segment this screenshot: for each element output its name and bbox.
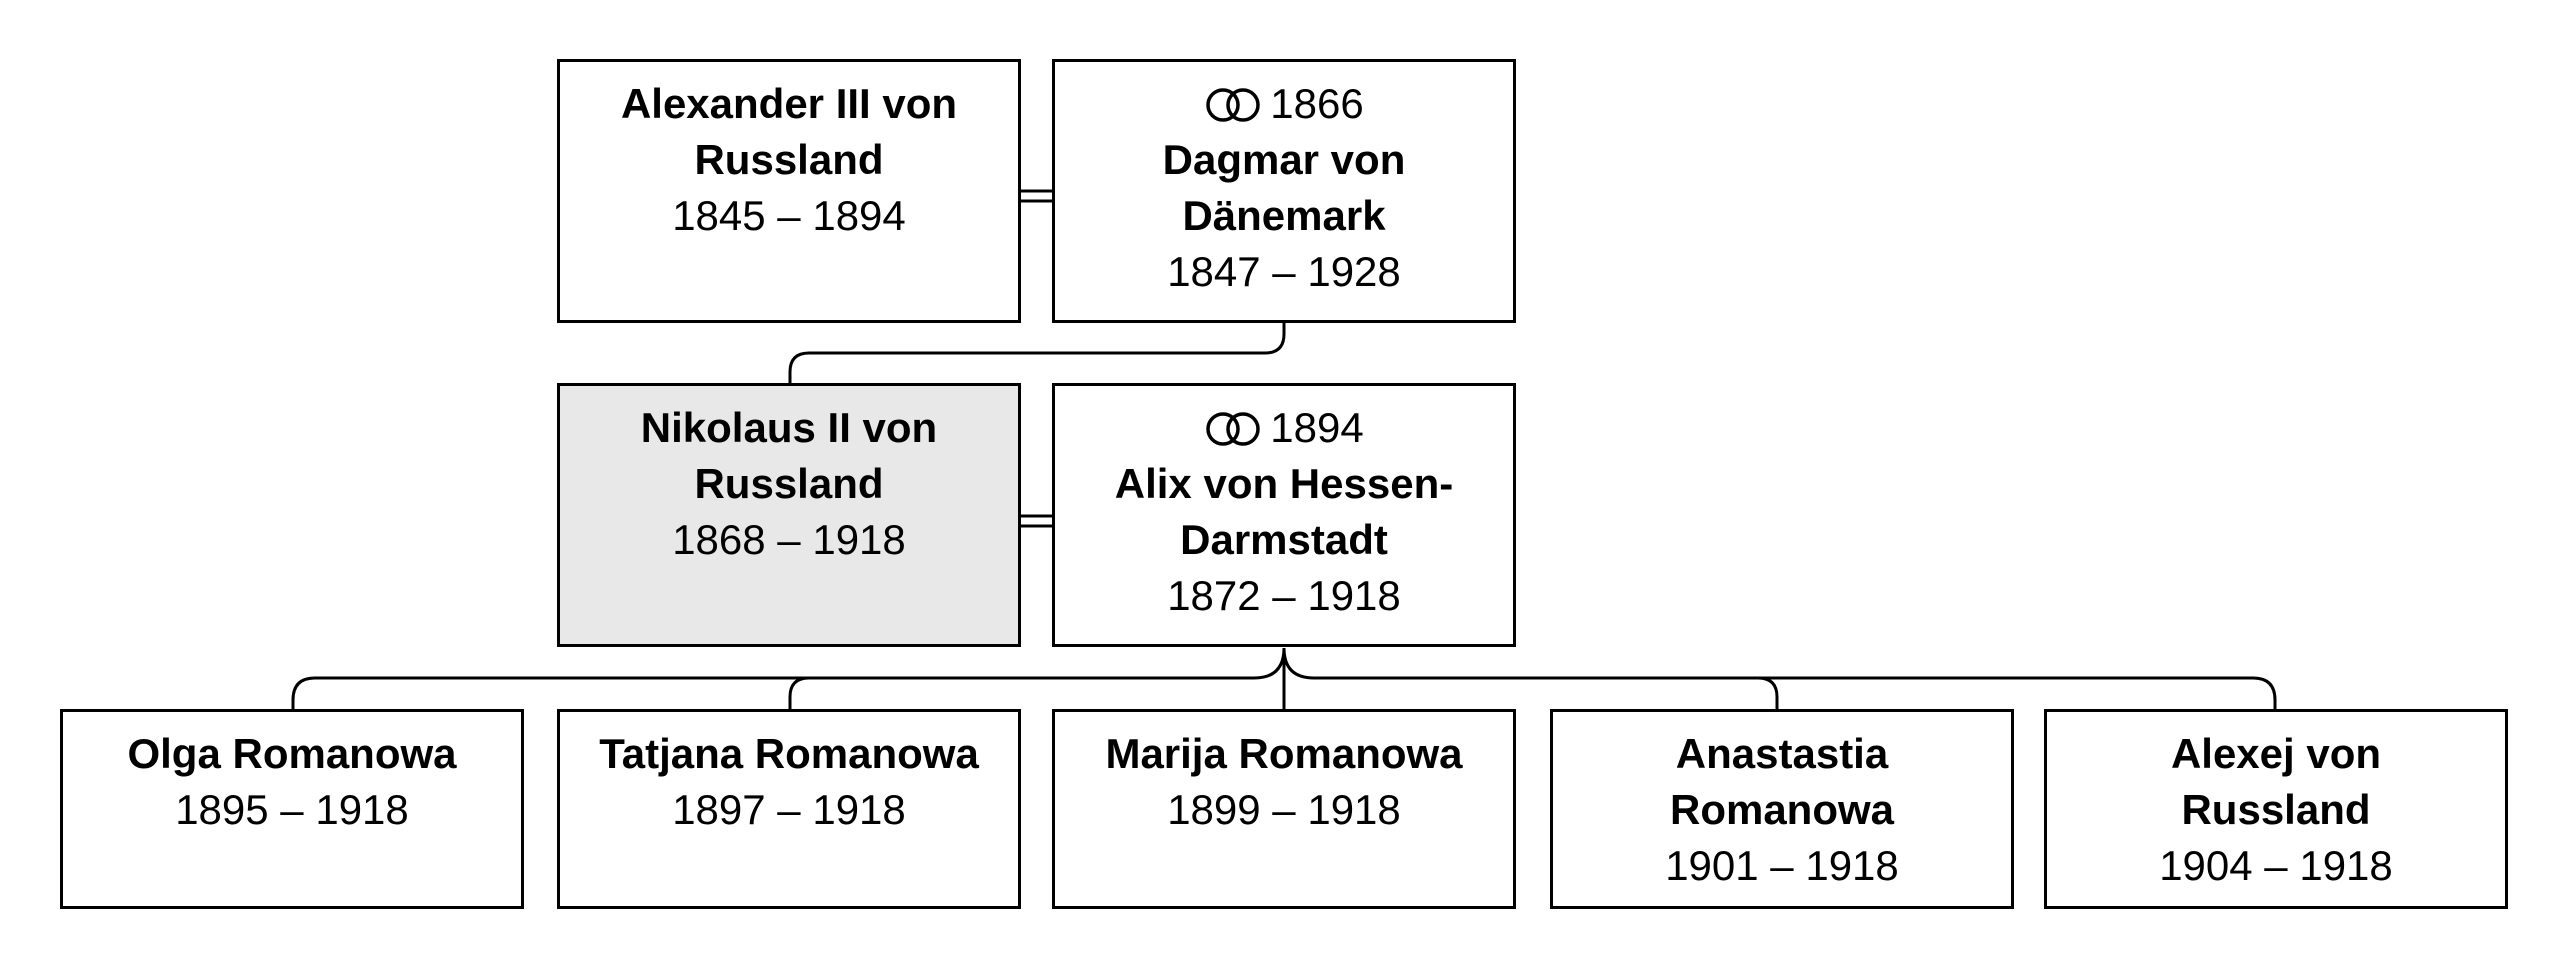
descent-line-to-tatjana — [788, 676, 810, 709]
marriage-info: 1866 — [1055, 76, 1513, 132]
person-box-nikolaus-ii: Nikolaus II von Russland 1868 – 1918 — [557, 383, 1021, 647]
person-name-line-1: Anastastia — [1675, 730, 1889, 777]
person-box-tatjana: Tatjana Romanowa 1897 – 1918 — [557, 709, 1021, 909]
descent-line-gen1-to-gen2 — [788, 323, 1286, 383]
marriage-info: 1894 — [1055, 400, 1513, 456]
person-name-line-1: Marija Romanowa — [1105, 730, 1463, 777]
person-box-olga: Olga Romanowa 1895 – 1918 — [60, 709, 524, 909]
person-name-line-1: Nikolaus II von — [640, 404, 938, 451]
person-dates: 1901 – 1918 — [1665, 842, 1899, 889]
person-name-line-2: Romanowa — [1669, 786, 1895, 833]
person-name-line-2: Dänemark — [1182, 192, 1386, 239]
person-name-line-1: Alexander III von — [620, 80, 958, 127]
person-name-line-1: Tatjana Romanowa — [599, 730, 979, 777]
person-box-alix: 1894 Alix von Hessen- Darmstadt 1872 – 1… — [1052, 383, 1516, 647]
person-name-line-2: Darmstadt — [1180, 516, 1388, 563]
descent-line-to-olga — [291, 647, 1286, 709]
person-dates: 1845 – 1894 — [672, 192, 906, 239]
marriage-year: 1894 — [1270, 404, 1364, 451]
person-dates: 1868 – 1918 — [672, 516, 906, 563]
person-dates: 1847 – 1928 — [1167, 248, 1401, 295]
person-name-line-1: Alix von Hessen- — [1114, 460, 1454, 507]
person-name-line-1: Alexej von — [2170, 730, 2382, 777]
person-name-line-1: Dagmar von — [1162, 136, 1406, 183]
person-dates: 1897 – 1918 — [672, 786, 906, 833]
wedding-rings-icon — [1206, 412, 1261, 446]
marriage-year: 1866 — [1270, 80, 1364, 127]
person-dates: 1899 – 1918 — [1167, 786, 1401, 833]
descent-line-to-anastastia-alexej — [1282, 647, 2277, 709]
person-name-line-1: Olga Romanowa — [127, 730, 457, 777]
person-box-alexej: Alexej von Russland 1904 – 1918 — [2044, 709, 2508, 909]
person-box-alexander-iii: Alexander III von Russland 1845 – 1894 — [557, 59, 1021, 323]
person-name-line-2: Russland — [2181, 786, 2371, 833]
person-dates: 1872 – 1918 — [1167, 572, 1401, 619]
descent-line-to-anastastia — [1757, 676, 1779, 709]
person-dates: 1904 – 1918 — [2159, 842, 2393, 889]
person-box-anastastia: Anastastia Romanowa 1901 – 1918 — [1550, 709, 2014, 909]
person-dates: 1895 – 1918 — [175, 786, 409, 833]
wedding-rings-icon — [1206, 88, 1261, 122]
person-name-line-2: Russland — [694, 136, 884, 183]
person-box-dagmar: 1866 Dagmar von Dänemark 1847 – 1928 — [1052, 59, 1516, 323]
person-name-line-2: Russland — [694, 460, 884, 507]
person-box-marija: Marija Romanowa 1899 – 1918 — [1052, 709, 1516, 909]
